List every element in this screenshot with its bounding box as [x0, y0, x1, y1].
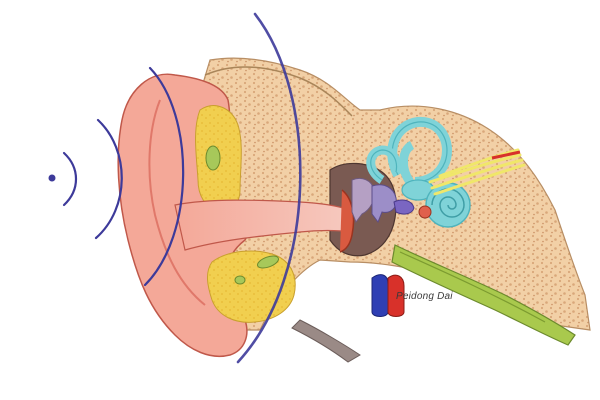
eustachian-tube	[391, 244, 576, 346]
sound-source-dot	[48, 174, 56, 182]
sound-wave-2	[94, 118, 123, 240]
stapes	[393, 199, 415, 215]
sound-wave-3	[143, 66, 185, 287]
mastoid-tissue	[291, 319, 361, 363]
eardrum	[339, 189, 355, 253]
helix-ridge	[148, 99, 206, 306]
sound-wave-4	[236, 12, 302, 364]
semicircular-canals	[366, 116, 452, 187]
incus	[371, 184, 397, 224]
artist-signature: Peidong Dai	[396, 291, 453, 302]
vein	[371, 274, 389, 317]
gland-1	[205, 145, 221, 171]
bone-outline-upper	[204, 66, 353, 117]
sound-wave-1	[62, 151, 77, 207]
cartilage-lower	[207, 250, 296, 323]
auditory-nerve	[428, 148, 526, 196]
gland-4	[234, 275, 246, 285]
gland-3	[257, 255, 279, 269]
nerve-vessel-red	[491, 150, 521, 160]
artery	[387, 274, 405, 317]
tube-lining	[399, 251, 546, 323]
